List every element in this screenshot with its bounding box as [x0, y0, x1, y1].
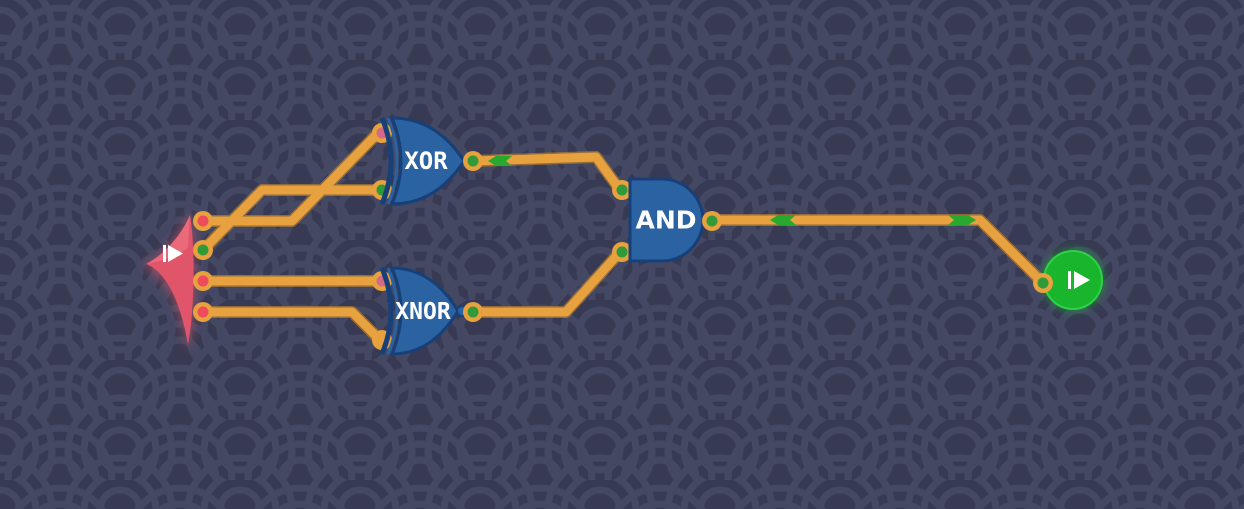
- xnor-gate[interactable]: XNOR: [372, 266, 483, 356]
- play-icon: [163, 245, 183, 262]
- xor-label: XOR: [404, 147, 448, 175]
- xnor-label: XNOR: [395, 299, 451, 325]
- input-pin-4[interactable]: [193, 302, 213, 322]
- wire-input2-xor-b[interactable]: [198, 185, 387, 255]
- wire-input4-xnor-b[interactable]: [198, 307, 385, 345]
- signal-pulse-xor: [488, 156, 512, 166]
- wire-xor-and-a[interactable]: [468, 152, 625, 195]
- play-icon: [1068, 271, 1090, 289]
- xor-gate[interactable]: XOR: [372, 116, 483, 206]
- wires: [197, 127, 1049, 346]
- wire-and-output[interactable]: [707, 215, 1048, 288]
- and-gate[interactable]: AND: [612, 177, 722, 263]
- signal-pulse-and-left: [770, 215, 796, 225]
- input-pin-1[interactable]: [193, 211, 213, 231]
- signal-pulses: [488, 156, 976, 225]
- output-node[interactable]: [1033, 248, 1105, 312]
- input-pins: [193, 211, 213, 322]
- and-label: AND: [635, 206, 696, 235]
- input-pin-3[interactable]: [193, 271, 213, 291]
- signal-pulse-and-right: [948, 215, 976, 225]
- input-pin-2[interactable]: [193, 240, 213, 260]
- input-node[interactable]: [142, 212, 196, 352]
- wire-xnor-and-b[interactable]: [468, 247, 625, 317]
